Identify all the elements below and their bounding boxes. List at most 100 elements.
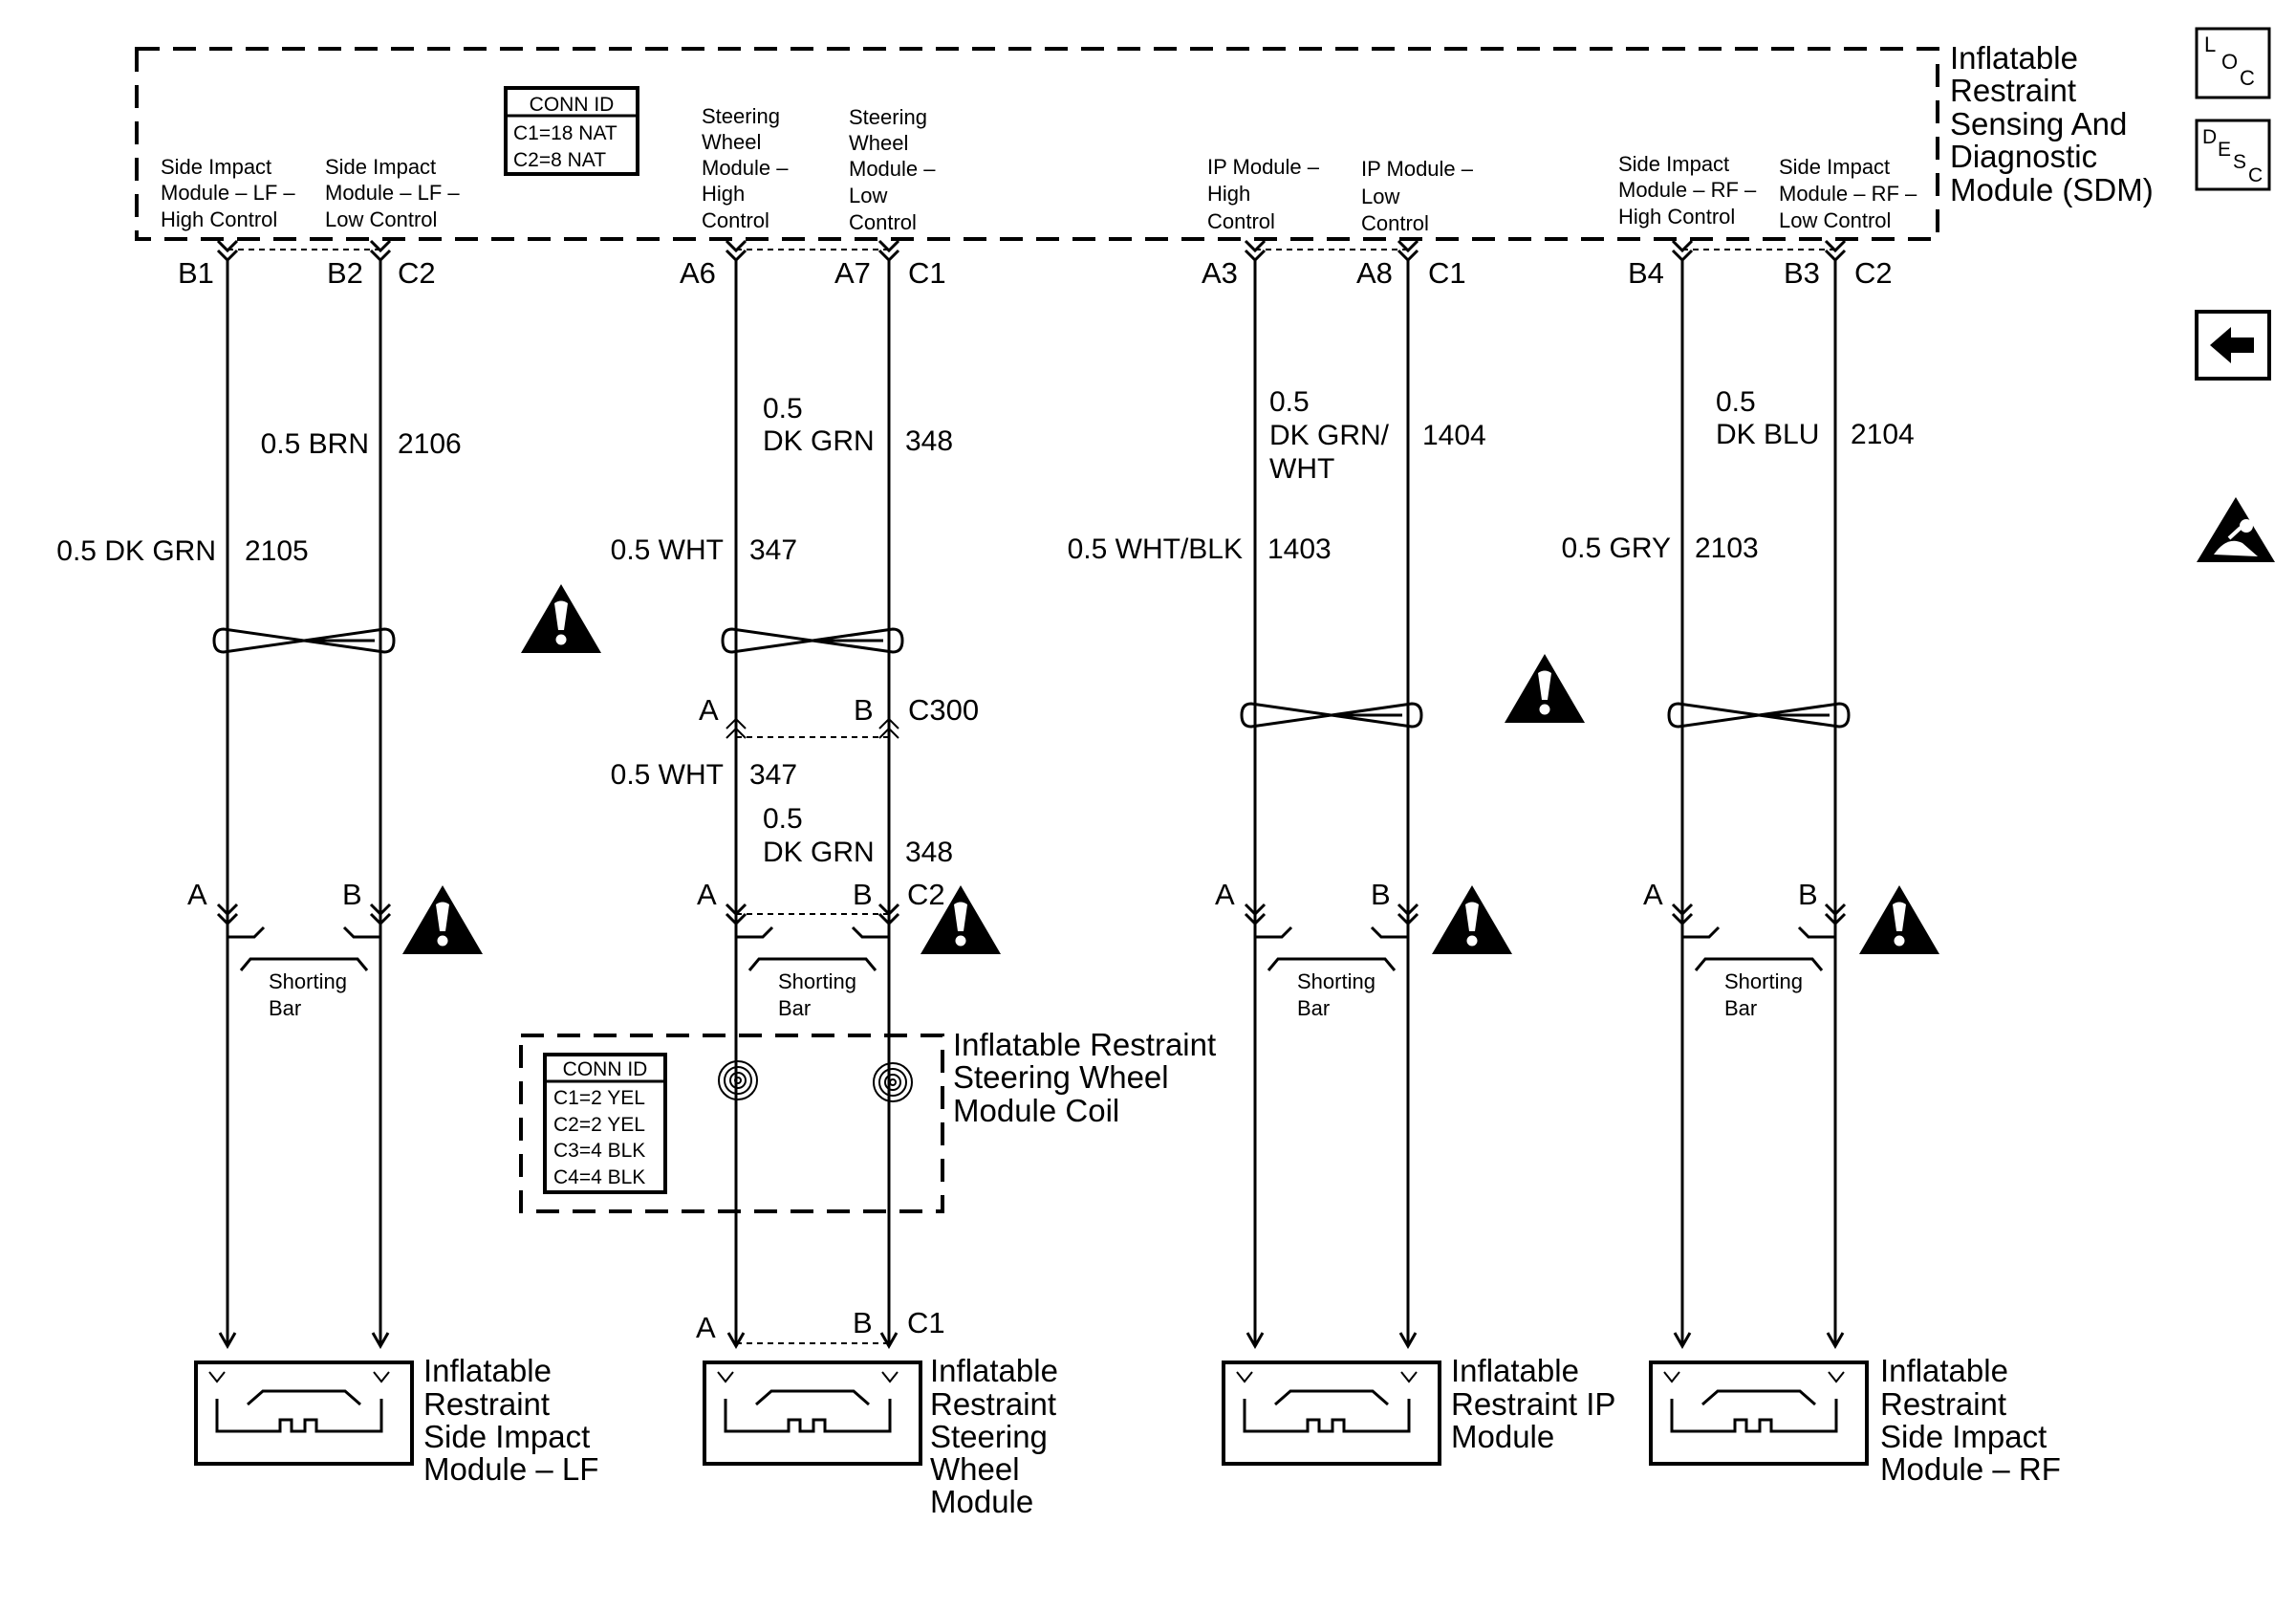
circuit-label-ip-low: IP Module – Low Control <box>1361 157 1474 235</box>
svg-text:Low: Low <box>1361 185 1399 208</box>
svg-text:Module: Module <box>1451 1419 1554 1454</box>
svg-text:0.5: 0.5 <box>1269 386 1310 418</box>
circuit-label-sw-low: Steering Wheel Module – Low Control <box>849 105 936 234</box>
svg-text:WHT: WHT <box>1269 453 1334 485</box>
svg-text:C1: C1 <box>908 256 946 290</box>
svg-text:L: L <box>2204 33 2216 56</box>
shorting-bar-ip: A B Shorting Bar <box>1215 878 1419 1020</box>
sdm-pin-labels: B1 B2 C2 A6 A7 C1 A3 A8 C1 B4 B3 C2 <box>178 256 1893 290</box>
svg-text:Bar: Bar <box>269 996 301 1020</box>
svg-text:Shorting: Shorting <box>1724 969 1803 993</box>
svg-text:A: A <box>187 878 207 911</box>
svg-text:C1: C1 <box>907 1306 945 1339</box>
svg-text:0.5 WHT: 0.5 WHT <box>611 759 724 791</box>
svg-text:Control: Control <box>702 208 769 232</box>
wire-sw-high <box>726 258 746 1348</box>
svg-text:A3: A3 <box>1202 256 1238 290</box>
svg-text:Shorting: Shorting <box>1297 969 1375 993</box>
coil-title: Inflatable Restraint Steering Wheel Modu… <box>953 1027 1216 1128</box>
svg-text:0.5 DK GRN: 0.5 DK GRN <box>56 535 216 567</box>
svg-text:Side Impact: Side Impact <box>1779 155 1890 179</box>
svg-text:DK GRN/: DK GRN/ <box>1269 420 1390 451</box>
coil-spiral-icon <box>718 1060 758 1100</box>
svg-text:A8: A8 <box>1356 256 1393 290</box>
svg-text:Shorting: Shorting <box>778 969 856 993</box>
wire-label-2105: 0.5 DK GRN 2105 <box>56 535 308 567</box>
wire-label-1403: 0.5 WHT/BLK 1403 <box>1068 533 1332 565</box>
module-rf: Inflatable Restraint Side Impact Module … <box>1649 1353 2061 1487</box>
svg-text:0.5 WHT: 0.5 WHT <box>611 534 724 566</box>
wire-lf-low <box>371 258 390 1348</box>
coil-spiral-icon <box>873 1062 913 1102</box>
svg-text:Restraint: Restraint <box>930 1386 1056 1422</box>
twisted-pair-lf <box>212 627 396 654</box>
svg-text:0.5: 0.5 <box>1716 386 1756 418</box>
svg-text:348: 348 <box>905 425 953 457</box>
svg-text:2104: 2104 <box>1851 419 1915 450</box>
warning-icon <box>521 584 601 653</box>
svg-text:Restraint IP: Restraint IP <box>1451 1386 1615 1422</box>
svg-text:1403: 1403 <box>1267 533 1332 565</box>
svg-text:Steering: Steering <box>930 1419 1048 1454</box>
sdm-conn-id: CONN ID C1=18 NAT C2=8 NAT <box>504 86 639 176</box>
svg-text:Bar: Bar <box>1297 996 1330 1020</box>
svg-text:Module – LF –: Module – LF – <box>161 181 295 205</box>
svg-text:Inflatable: Inflatable <box>930 1353 1058 1388</box>
svg-text:C2: C2 <box>398 256 436 290</box>
svg-text:High: High <box>702 182 745 206</box>
desc-icon[interactable]: D E S C <box>2195 119 2271 191</box>
svg-text:DK GRN: DK GRN <box>763 425 875 457</box>
svg-text:B: B <box>342 878 362 911</box>
svg-text:C1: C1 <box>1428 256 1466 290</box>
svg-text:Inflatable Restraint: Inflatable Restraint <box>953 1027 1216 1062</box>
svg-text:0.5: 0.5 <box>763 393 803 425</box>
svg-text:Wheel: Wheel <box>930 1451 1020 1487</box>
module-ip: Inflatable Restraint IP Module <box>1222 1353 1615 1466</box>
wire-label-348: 0.5 DK GRN 348 <box>763 393 953 457</box>
module-lf: Inflatable Restraint Side Impact Module … <box>194 1353 598 1487</box>
svg-text:2106: 2106 <box>398 428 462 460</box>
loc-icon[interactable]: L O C <box>2195 27 2271 99</box>
connector-sw-module: A B C1 <box>696 1306 945 1344</box>
svg-text:C2=8 NAT: C2=8 NAT <box>513 149 606 171</box>
svg-text:347: 347 <box>749 534 797 566</box>
svg-text:0.5: 0.5 <box>763 803 803 835</box>
svg-text:Shorting: Shorting <box>269 969 347 993</box>
svg-text:B: B <box>853 878 873 911</box>
warning-icon <box>1505 654 1585 723</box>
svg-text:0.5 GRY: 0.5 GRY <box>1561 533 1671 564</box>
svg-text:Low Control: Low Control <box>325 207 437 231</box>
svg-text:Side Impact: Side Impact <box>325 155 436 179</box>
svg-text:C1=18 NAT: C1=18 NAT <box>513 122 617 144</box>
svg-text:C4=4 BLK: C4=4 BLK <box>553 1166 645 1188</box>
wire-label-348-lower: 0.5 DK GRN 348 <box>763 803 953 868</box>
svg-text:A6: A6 <box>680 256 716 290</box>
warning-icon <box>1859 885 1939 954</box>
back-arrow-icon[interactable] <box>2195 310 2271 381</box>
svg-text:C2: C2 <box>1854 256 1893 290</box>
airbag-warning-icon[interactable] <box>2197 497 2275 562</box>
svg-text:Inflatable: Inflatable <box>423 1353 552 1388</box>
svg-text:S: S <box>2233 151 2246 173</box>
wire-lf-high <box>218 258 237 1348</box>
svg-text:B4: B4 <box>1628 256 1664 290</box>
svg-text:B3: B3 <box>1784 256 1820 290</box>
svg-text:C: C <box>2248 164 2263 186</box>
svg-text:A7: A7 <box>834 256 871 290</box>
svg-text:CONN ID: CONN ID <box>563 1058 648 1080</box>
svg-text:Module (SDM): Module (SDM) <box>1950 172 2154 207</box>
svg-text:Side Impact: Side Impact <box>161 155 271 179</box>
circuit-label-ip-high: IP Module – High Control <box>1207 155 1320 233</box>
svg-text:Module: Module <box>930 1484 1033 1519</box>
wire-label-347-lower: 0.5 WHT 347 <box>611 759 797 791</box>
svg-text:A: A <box>699 693 719 727</box>
svg-text:2103: 2103 <box>1695 533 1759 564</box>
svg-text:Steering: Steering <box>702 104 780 128</box>
module-sw: Inflatable Restraint Steering Wheel Modu… <box>703 1353 1058 1519</box>
shorting-bar-sw: A B C2 Shorting Bar <box>697 878 945 1020</box>
svg-text:Low Control: Low Control <box>1779 208 1891 232</box>
svg-text:A: A <box>696 1311 716 1344</box>
svg-text:0.5 BRN: 0.5 BRN <box>261 428 369 460</box>
svg-text:Module – RF –: Module – RF – <box>1779 182 1917 206</box>
